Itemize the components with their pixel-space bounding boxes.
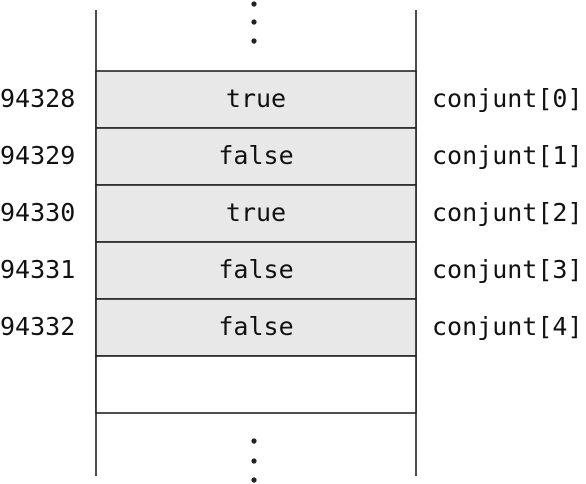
memory-cell-2 <box>95 184 417 243</box>
memory-cell-4 <box>95 298 417 357</box>
cell-value-4: false <box>218 312 294 341</box>
memory-cell-0 <box>95 70 417 129</box>
cell-value-3: false <box>218 255 294 284</box>
address-4: 94332 <box>0 312 76 341</box>
variable-label-3: conjunt[3] <box>432 255 583 284</box>
variable-label-0: conjunt[0] <box>432 84 583 113</box>
bottom-ellipsis <box>251 438 257 483</box>
cell-value-0: true <box>225 84 287 113</box>
address-1: 94329 <box>0 141 76 170</box>
address-2: 94330 <box>0 198 76 227</box>
memory-cell-empty <box>95 355 417 414</box>
cell-value-2: true <box>225 198 287 227</box>
cell-value-1: false <box>218 141 294 170</box>
memory-cell-3 <box>95 241 417 300</box>
variable-label-2: conjunt[2] <box>432 198 583 227</box>
top-ellipsis <box>251 1 257 44</box>
address-3: 94331 <box>0 255 76 284</box>
variable-label-1: conjunt[1] <box>432 141 583 170</box>
variable-label-4: conjunt[4] <box>432 312 583 341</box>
memory-cell-1 <box>95 127 417 186</box>
address-0: 94328 <box>0 84 76 113</box>
